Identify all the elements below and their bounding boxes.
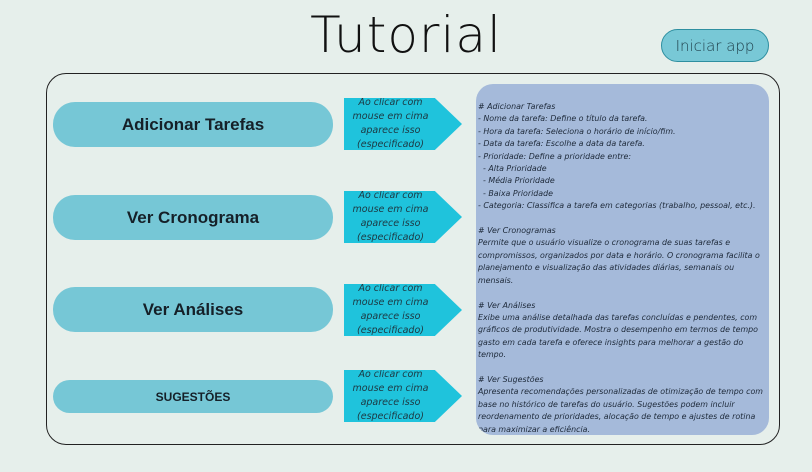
add-tasks-hint-text: Ao clicar com mouse em cima aparece isso… xyxy=(352,97,429,150)
view-schedule-button[interactable]: Ver Cronograma xyxy=(53,195,333,240)
page-title: Tutorial xyxy=(310,6,502,64)
start-app-button[interactable]: Iniciar app xyxy=(661,29,769,62)
suggestions-hint-arrow: Ao clicar com mouse em cima aparece isso… xyxy=(344,370,462,422)
view-analytics-hint-text: Ao clicar com mouse em cima aparece isso… xyxy=(352,283,429,336)
suggestions-hint-text: Ao clicar com mouse em cima aparece isso… xyxy=(352,369,429,422)
add-tasks-hint-arrow: Ao clicar com mouse em cima aparece isso… xyxy=(344,98,462,150)
view-schedule-hint-arrow: Ao clicar com mouse em cima aparece isso… xyxy=(344,191,462,243)
suggestions-button[interactable]: SUGESTÕES xyxy=(53,380,333,413)
view-schedule-hint-text: Ao clicar com mouse em cima aparece isso… xyxy=(352,190,429,243)
add-tasks-button[interactable]: Adicionar Tarefas xyxy=(53,102,333,147)
view-analytics-hint-arrow: Ao clicar com mouse em cima aparece isso… xyxy=(344,284,462,336)
view-analytics-button[interactable]: Ver Análises xyxy=(53,287,333,332)
tutorial-description-box: # Adicionar Tarefas - Nome da tarefa: De… xyxy=(476,84,769,435)
tutorial-panel xyxy=(46,73,780,445)
